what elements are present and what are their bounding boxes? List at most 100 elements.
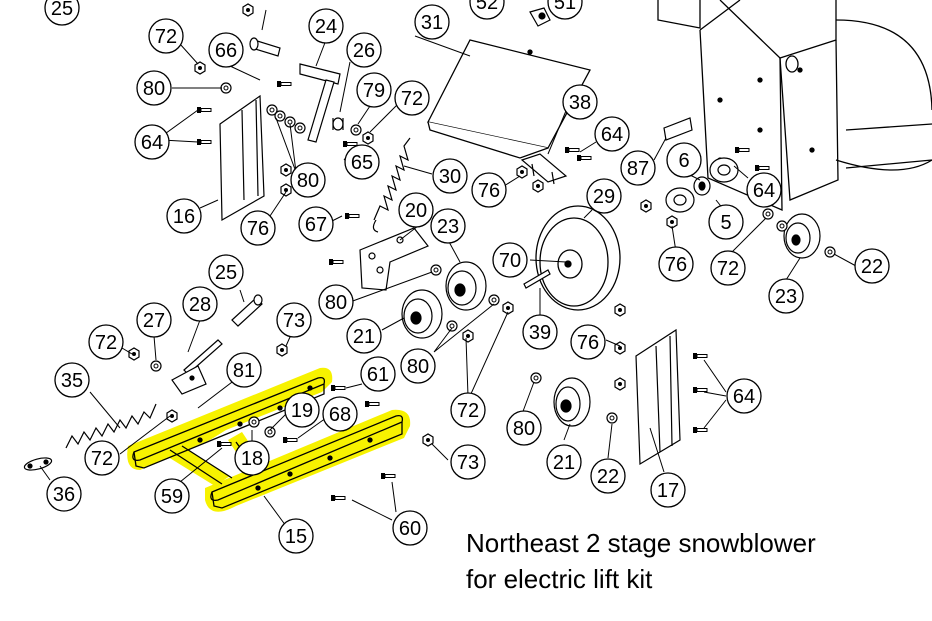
callout-number: 72 — [457, 400, 479, 422]
callout-number: 76 — [247, 218, 269, 240]
callout-circle — [450, 392, 486, 428]
callout-circle — [547, 0, 583, 20]
callout-circle — [134, 124, 170, 160]
callout-number: 64 — [601, 124, 623, 146]
callout-60: 60 — [392, 510, 428, 546]
callout-number: 73 — [283, 310, 305, 332]
callout-number: 35 — [61, 370, 83, 392]
callout-number: 73 — [457, 452, 479, 474]
callout-76: 76 — [471, 172, 507, 208]
callout-64: 64 — [594, 116, 630, 152]
callout-number: 60 — [399, 518, 421, 540]
callout-21: 21 — [546, 444, 582, 480]
callout-80: 80 — [136, 70, 172, 106]
callout-number: 29 — [593, 186, 615, 208]
callout-circle — [278, 518, 314, 554]
callout-number: 30 — [439, 166, 461, 188]
callout-number: 38 — [569, 92, 591, 114]
callout-20: 20 — [398, 192, 434, 228]
callout-72: 72 — [710, 250, 746, 286]
callout-circle — [522, 314, 558, 350]
callout-38: 38 — [562, 84, 598, 120]
callout-number: 80 — [407, 356, 429, 378]
callout-number: 28 — [189, 294, 211, 316]
callout-number: 65 — [351, 152, 373, 174]
callout-circle — [88, 324, 124, 360]
bracket-part-38 — [520, 153, 568, 185]
spring-part-30 — [372, 137, 411, 233]
callout-number: 61 — [367, 364, 389, 386]
callout-number: 80 — [297, 170, 319, 192]
callout-23: 23 — [768, 278, 804, 314]
callout-64: 64 — [134, 124, 170, 160]
callout-circle — [166, 198, 202, 234]
callout-35: 35 — [54, 362, 90, 398]
belt-cover-part-31 — [427, 39, 591, 159]
callout-circle — [240, 210, 276, 246]
callout-64: 64 — [746, 172, 782, 208]
leader-lines — [39, 9, 857, 527]
callout-circle — [650, 472, 686, 508]
callout-5: 5 — [708, 204, 744, 240]
callout-27: 27 — [136, 302, 172, 338]
callout-circle — [54, 362, 90, 398]
callout-number: 80 — [513, 418, 535, 440]
callout-number: 76 — [665, 254, 687, 276]
callout-circle — [594, 116, 630, 152]
callout-circle — [854, 248, 890, 284]
callout-25: 25 — [208, 254, 244, 290]
callout-circle — [430, 208, 466, 244]
callout-21: 21 — [346, 318, 382, 354]
callout-circle — [84, 440, 120, 476]
callout-28: 28 — [182, 286, 218, 322]
callout-number: 76 — [577, 332, 599, 354]
bracket-part-20 — [359, 227, 429, 291]
callout-24: 24 — [308, 8, 344, 44]
callout-circle — [708, 204, 744, 240]
callout-18: 18 — [234, 440, 270, 476]
callout-16: 16 — [166, 198, 202, 234]
callout-number: 76 — [478, 180, 500, 202]
callout-number: 64 — [141, 132, 163, 154]
callout-80: 80 — [318, 284, 354, 320]
callout-number: 6 — [678, 150, 689, 172]
callout-circle — [154, 478, 190, 514]
pin-part-39 — [523, 269, 551, 289]
callout-51: 51 — [547, 0, 583, 20]
callout-number: 26 — [353, 40, 375, 62]
callout-number: 15 — [285, 526, 307, 548]
callout-59: 59 — [154, 478, 190, 514]
callout-number: 23 — [775, 286, 797, 308]
callout-number: 52 — [476, 0, 498, 14]
pin-part-25 — [231, 294, 263, 327]
callout-72: 72 — [84, 440, 120, 476]
callout-number: 25 — [51, 0, 73, 20]
callout-circle — [46, 476, 82, 512]
callout-number: 72 — [91, 448, 113, 470]
callout-number: 80 — [143, 78, 165, 100]
bushing-part-26 — [332, 117, 344, 131]
pulley-part-23-left — [445, 261, 487, 311]
callout-number: 72 — [717, 258, 739, 280]
callout-circle — [344, 144, 380, 180]
callout-circle — [322, 396, 358, 432]
callout-79: 79 — [356, 72, 392, 108]
callout-circle — [492, 242, 528, 278]
callout-circle — [546, 444, 582, 480]
pulley-part-29 — [535, 205, 621, 311]
callout-72: 72 — [148, 18, 184, 54]
callout-number: 64 — [733, 386, 755, 408]
callout-number: 16 — [173, 206, 195, 228]
callout-72: 72 — [88, 324, 124, 360]
callout-67: 67 — [298, 206, 334, 242]
lever-part-28 — [171, 339, 223, 395]
callout-circle — [44, 0, 80, 26]
callout-circle — [570, 324, 606, 360]
bearing-part-5 — [665, 157, 739, 213]
callout-number: 72 — [401, 88, 423, 110]
callout-80: 80 — [290, 162, 326, 198]
callout-number: 72 — [155, 26, 177, 48]
callout-number: 64 — [753, 180, 775, 202]
callout-circle — [136, 70, 172, 106]
